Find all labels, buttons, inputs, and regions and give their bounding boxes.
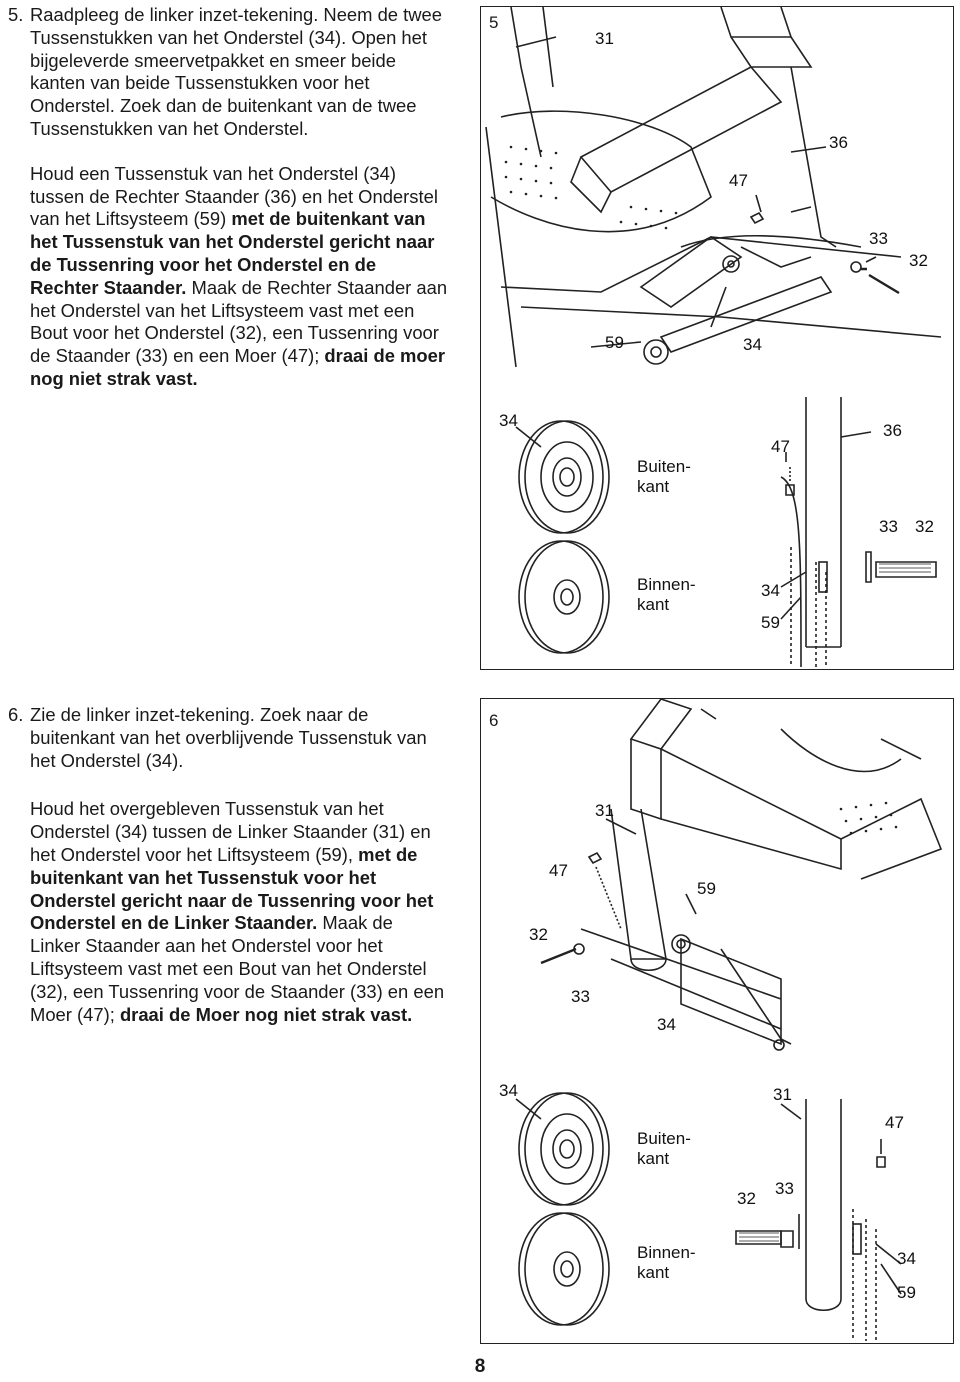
fig-5-label-34c: 34 (761, 581, 780, 600)
fig-5-label-binnenkant: Binnen- kant (637, 575, 696, 614)
fig-5-label-34a: 34 (743, 335, 762, 354)
step-5-para-1: 5. Raadpleeg de linker inzet-tekening. N… (8, 4, 448, 141)
fig-5-label-32a: 32 (909, 251, 928, 270)
step-5-figure: 5 31 36 47 33 32 59 34 34 Buiten- kant B… (480, 6, 954, 670)
page-number: 8 (474, 1356, 486, 1377)
step-6-instructions: 6. Zie de linker inzet-tekening. Zoek na… (8, 704, 448, 1026)
fig-6-label-33b: 33 (775, 1179, 794, 1198)
fig-6-label-59b: 59 (897, 1283, 916, 1302)
fig-5-label-36b: 36 (883, 421, 902, 440)
step-6-para-2: Houd het overgebleven Tussenstuk van het… (8, 798, 448, 1026)
step-6-para-2-d: draai de Moer nog niet strak vast. (119, 1003, 413, 1025)
step-5-para-2-a: Houd een Tussenstuk van het Onderstel (3… (30, 162, 438, 230)
fig-6-step-number: 6 (489, 711, 499, 730)
step-5-para-2-d: draai de moer nog niet strak vast. (30, 345, 446, 389)
fig-6-label-31a: 31 (595, 801, 614, 820)
step-6-para-1-text: Zie de linker inzet-tekening. Zoek naar … (30, 704, 427, 771)
fig-6-label-binnenkant: Binnen- kant (637, 1243, 696, 1282)
fig-6-label-32b: 32 (737, 1189, 756, 1208)
step-5-number: 5. (8, 4, 24, 25)
fig-5-label-47b: 47 (771, 437, 790, 456)
fig-6-label-47b: 47 (885, 1113, 904, 1132)
fig-6-label-33a: 33 (571, 987, 590, 1006)
step-6-number: 6. (8, 704, 24, 725)
fig-6-label-34c: 34 (897, 1249, 916, 1268)
fig-5-step-number: 5 (489, 13, 499, 32)
step-5-para-2: Houd een Tussenstuk van het Onderstel (3… (8, 163, 448, 391)
step-6-figure: 6 31 47 59 32 33 34 34 Buiten- kant Binn… (480, 698, 954, 1344)
fig-6-label-buitenkant: Buiten- kant (637, 1129, 691, 1168)
fig-6-label-34a: 34 (657, 1015, 676, 1034)
fig-5-label-buitenkant: Buiten- kant (637, 457, 691, 496)
step-6-drawing (515, 699, 943, 1341)
fig-5-label-47a: 47 (729, 171, 748, 190)
fig-5-label-32b: 32 (915, 517, 934, 536)
fig-6-label-34b: 34 (499, 1081, 518, 1100)
step-6-para-2-a: Houd het overgebleven Tussenstuk van het… (30, 798, 431, 865)
fig-5-label-59b: 59 (761, 613, 780, 632)
fig-5-label-34b: 34 (499, 411, 518, 430)
step-6-para-1: 6. Zie de linker inzet-tekening. Zoek na… (8, 704, 448, 772)
step-5-para-2-c: Maak de Rechter Staander aan het Onderst… (30, 276, 448, 367)
fig-5-label-36: 36 (829, 133, 848, 152)
step-5-para-2-b: met de buitenkant van het Tussenstuk van… (30, 208, 435, 298)
fig-5-label-33b: 33 (879, 517, 898, 536)
fig-5-label-31: 31 (595, 29, 614, 48)
fig-6-label-59a: 59 (697, 879, 716, 898)
step-6-para-2-c: Maak de Linker Staander aan het Onderste… (30, 912, 445, 1025)
step-5-para-1-text: Raadpleeg de linker inzet-tekening. Neem… (30, 4, 442, 139)
step-5-drawing (485, 7, 942, 668)
step-6-para-2-b: met de buitenkant van het Tussenstuk voo… (30, 843, 434, 934)
fig-5-label-59a: 59 (605, 333, 624, 352)
step-5-instructions: 5. Raadpleeg de linker inzet-tekening. N… (8, 4, 448, 391)
fig-5-label-33a: 33 (869, 229, 888, 248)
fig-6-label-47a: 47 (549, 861, 568, 880)
fig-6-label-31b: 31 (773, 1085, 792, 1104)
fig-6-label-32a: 32 (529, 925, 548, 944)
